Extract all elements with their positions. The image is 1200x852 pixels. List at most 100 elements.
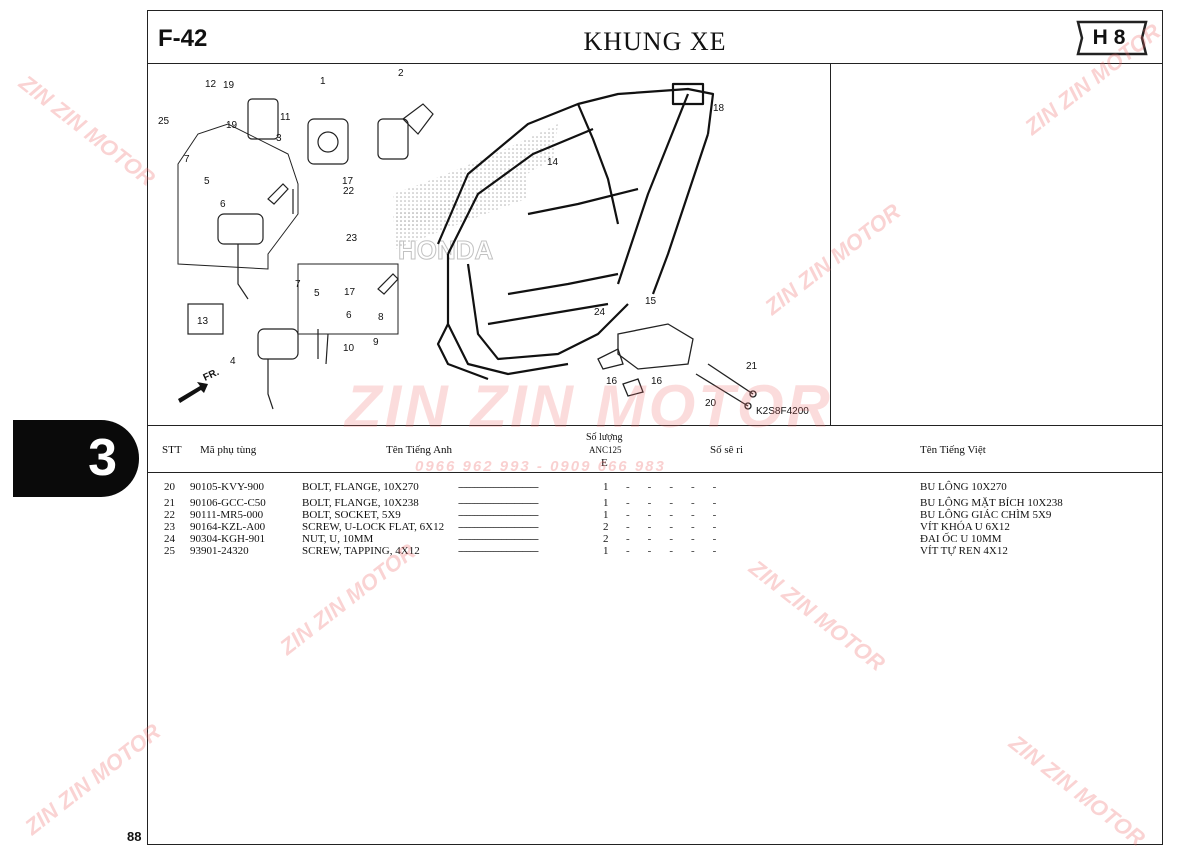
section-badge: H8 <box>1072 19 1152 57</box>
callout-16: 16 <box>651 376 663 387</box>
serial-dashes: ----- <box>626 509 735 521</box>
cell-part-number: 93901-24320 <box>190 545 249 557</box>
callout-23: 23 <box>346 233 358 244</box>
callout-11: 11 <box>280 112 291 123</box>
lock-set-group <box>177 123 399 335</box>
callout-7: 7 <box>295 279 301 290</box>
cell-stt: 24 <box>164 533 175 545</box>
callout-17: 17 <box>344 287 356 298</box>
callout-25: 25 <box>158 116 170 127</box>
frame-body <box>436 82 715 381</box>
leader-dashes: ------------------------------ <box>458 521 539 533</box>
cell-stt: 20 <box>164 481 175 493</box>
callout-21: 21 <box>746 361 758 372</box>
header-serial: Số sê ri <box>710 444 743 456</box>
bracket-assembly <box>597 323 757 410</box>
table-row: 22 90111-MR5-000 BOLT, SOCKET, 5X9 1 BU LÔNG… <box>148 509 1162 521</box>
badge-label: H8 <box>1092 26 1132 49</box>
page-title: KHUNG XE <box>583 27 727 56</box>
callout-24: 24 <box>594 307 606 318</box>
callout-1: 1 <box>320 76 326 87</box>
callout-9: 9 <box>373 337 379 348</box>
cell-quantity: 1 <box>603 545 609 557</box>
callout-22: 22 <box>343 186 355 197</box>
leader-dashes: ------------------------------ <box>458 481 539 493</box>
key-set <box>267 183 399 365</box>
cell-stt: 22 <box>164 509 175 521</box>
cell-name-english: SCREW, TAPPING, 4X12 <box>302 545 420 557</box>
ignition-lock-assembly <box>187 98 434 410</box>
front-direction-label: FR. <box>202 367 221 384</box>
callout-7: 7 <box>184 154 190 165</box>
cell-quantity: 1 <box>603 497 609 509</box>
callout-8: 8 <box>378 312 384 323</box>
callout-13: 13 <box>197 316 209 327</box>
cell-part-number: 90111-MR5-000 <box>190 509 264 521</box>
callout-20: 20 <box>705 398 717 409</box>
divider-diagram <box>830 63 831 425</box>
divider-table <box>148 425 1162 426</box>
divider-header <box>148 472 1162 473</box>
cell-name-vietnamese: VÍT KHÓA U 6X12 <box>920 521 1010 533</box>
honda-wordmark: HONDA <box>398 235 494 265</box>
page-frame: F-42 KHUNG XE H8 HONDA <box>147 10 1163 845</box>
cell-name-vietnamese: BU LÔNG 10X270 <box>920 481 1007 493</box>
serial-dashes: ----- <box>626 521 735 533</box>
table-row: 24 90304-KGH-901 NUT, U, 10MM 2 ĐAI ỐC U 10M… <box>148 533 1162 545</box>
serial-dashes: ----- <box>626 545 735 557</box>
front-direction-arrow: FR. <box>178 367 221 403</box>
callout-2: 2 <box>398 68 404 79</box>
serial-dashes: ----- <box>626 497 735 509</box>
cell-part-number: 90106-GCC-C50 <box>190 497 266 509</box>
cell-name-english: BOLT, SOCKET, 5X9 <box>302 509 401 521</box>
divider-top <box>148 63 1162 64</box>
cell-name-vietnamese: ĐAI ỐC U 10MM <box>920 533 1002 545</box>
cell-quantity: 1 <box>603 509 609 521</box>
callout-19: 19 <box>226 120 238 131</box>
cell-name-vietnamese: BU LÔNG GIÁC CHÌM 5X9 <box>920 509 1052 521</box>
exploded-parts-diagram: HONDA <box>158 68 809 417</box>
cell-name-english: NUT, U, 10MM <box>302 533 374 545</box>
header-model: ANC125 <box>589 445 622 455</box>
callout-15: 15 <box>645 296 657 307</box>
cell-stt: 21 <box>164 497 175 509</box>
figure-code: F-42 <box>158 25 208 52</box>
section-number: 3 <box>88 429 117 487</box>
cell-stt: 25 <box>164 545 175 557</box>
callout-6: 6 <box>346 310 352 321</box>
callout-4: 4 <box>230 356 236 367</box>
header-stt: STT <box>162 444 182 456</box>
callout-5: 5 <box>314 288 320 299</box>
page-number: 88 <box>127 829 142 844</box>
header-part-number: Mã phụ tùng <box>200 444 257 456</box>
serial-dashes: ----- <box>626 533 735 545</box>
section-tab: 3 <box>13 420 139 497</box>
watermark-brand-top-left: ZIN ZIN MOTOR <box>14 70 160 192</box>
callout-19: 19 <box>223 80 235 91</box>
cell-name-vietnamese: BU LÔNG MẶT BÍCH 10X238 <box>920 497 1063 509</box>
callout-5: 5 <box>204 176 210 187</box>
watermark-brand-bottom-left: ZIN ZIN MOTOR <box>20 718 166 840</box>
leader-dashes: ------------------------------ <box>458 545 539 557</box>
cell-part-number: 90164-KZL-A00 <box>190 521 266 533</box>
header-name-english: Tên Tiếng Anh <box>386 444 453 456</box>
cell-quantity: 1 <box>603 481 609 493</box>
cell-name-english: BOLT, FLANGE, 10X270 <box>302 481 419 493</box>
honda-wing-logo: HONDA <box>393 124 558 266</box>
cell-name-english: SCREW, U-LOCK FLAT, 6X12 <box>302 521 445 533</box>
callout-6: 6 <box>220 199 226 210</box>
table-row: 21 90106-GCC-C50 BOLT, FLANGE, 10X238 1 BU L… <box>148 497 1162 509</box>
leader-dashes: ------------------------------ <box>458 497 539 509</box>
cell-name-english: BOLT, FLANGE, 10X238 <box>302 497 419 509</box>
callout-10: 10 <box>343 343 355 354</box>
callout-17: 17 <box>342 176 354 187</box>
header-name-vietnamese: Tên Tiếng Việt <box>920 444 986 456</box>
leader-dashes: ------------------------------ <box>458 533 539 545</box>
cell-part-number: 90304-KGH-901 <box>190 533 266 545</box>
cell-quantity: 2 <box>603 533 609 545</box>
diagram-code: K2S8F4200 <box>756 406 809 417</box>
cell-stt: 23 <box>164 521 175 533</box>
